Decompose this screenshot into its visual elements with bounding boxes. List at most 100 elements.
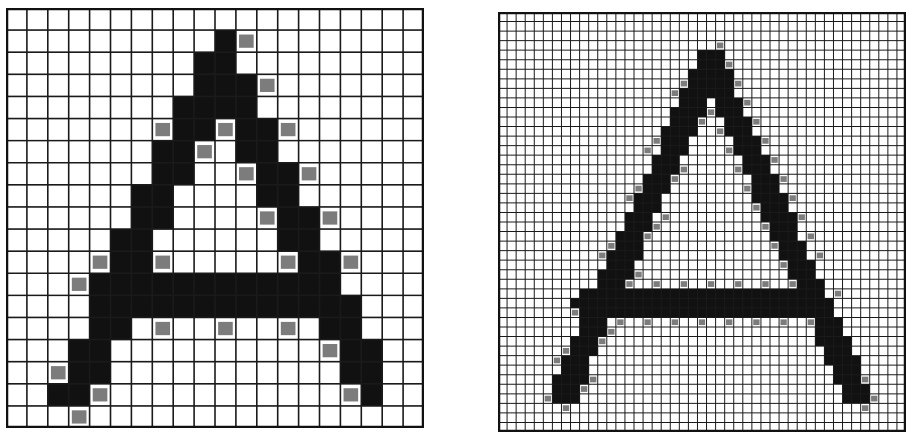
filled-cell — [725, 107, 734, 117]
filled-cell — [643, 308, 652, 318]
partial-cell — [545, 396, 551, 402]
filled-cell — [625, 308, 634, 318]
filled-cell — [707, 60, 716, 70]
filled-cell — [843, 384, 852, 394]
filled-cell — [571, 298, 580, 308]
filled-cell — [661, 165, 670, 175]
partial-cell — [789, 281, 795, 287]
filled-cell — [716, 308, 725, 318]
filled-cell — [661, 308, 670, 318]
filled-cell — [299, 251, 320, 273]
filled-cell — [561, 394, 570, 404]
filled-cell — [752, 165, 761, 175]
filled-cell — [734, 107, 743, 117]
filled-cell — [779, 308, 788, 318]
partial-cell — [708, 281, 714, 287]
filled-cell — [788, 212, 797, 222]
partial-cell — [563, 348, 569, 354]
partial-cell — [281, 123, 296, 136]
filled-cell — [625, 289, 634, 299]
partial-cell — [653, 138, 659, 144]
partial-cell — [302, 167, 317, 180]
filled-cell — [688, 69, 697, 79]
filled-cell — [561, 375, 570, 385]
filled-cell — [725, 298, 734, 308]
filled-cell — [561, 356, 570, 366]
filled-cell — [173, 273, 194, 295]
partial-cell — [653, 281, 659, 287]
partial-cell — [617, 319, 623, 325]
partial-cell — [699, 119, 705, 125]
filled-cell — [707, 79, 716, 89]
filled-cell — [779, 193, 788, 203]
filled-cell — [589, 327, 598, 337]
filled-cell — [625, 260, 634, 270]
filled-cell — [770, 232, 779, 242]
filled-cell — [797, 289, 806, 299]
filled-cell — [697, 60, 706, 70]
filled-cell — [688, 88, 697, 98]
filled-cell — [634, 289, 643, 299]
partial-cell — [93, 256, 108, 269]
filled-cell — [299, 229, 320, 251]
partial-cell — [799, 214, 805, 220]
filled-cell — [688, 289, 697, 299]
filled-cell — [688, 98, 697, 108]
filled-cell — [278, 207, 299, 229]
filled-cell — [734, 146, 743, 156]
filled-cell — [688, 127, 697, 137]
filled-cell — [752, 136, 761, 146]
filled-cell — [824, 356, 833, 366]
filled-cell — [843, 337, 852, 347]
filled-cell — [616, 251, 625, 261]
filled-cell — [236, 141, 257, 163]
filled-cell — [761, 165, 770, 175]
filled-cell — [670, 165, 679, 175]
filled-cell — [815, 308, 824, 318]
filled-cell — [652, 165, 661, 175]
partial-cell — [735, 81, 741, 87]
filled-cell — [361, 384, 382, 406]
partial-cell — [218, 123, 233, 136]
filled-cell — [625, 251, 634, 261]
filled-cell — [90, 340, 111, 362]
filled-cell — [571, 394, 580, 404]
filled-cell — [697, 50, 706, 60]
filled-cell — [761, 308, 770, 318]
filled-cell — [589, 308, 598, 318]
filled-cell — [571, 346, 580, 356]
filled-cell — [743, 146, 752, 156]
filled-cell — [320, 273, 341, 295]
filled-cell — [770, 174, 779, 184]
filled-cell — [661, 127, 670, 137]
filled-cell — [616, 270, 625, 280]
filled-cell — [152, 207, 173, 229]
partial-cell — [218, 322, 233, 335]
filled-cell — [625, 241, 634, 251]
filled-cell — [652, 298, 661, 308]
partial-cell — [281, 256, 296, 269]
filled-cell — [707, 298, 716, 308]
partial-cell — [239, 35, 254, 48]
filled-cell — [688, 79, 697, 89]
partial-cell — [599, 253, 605, 259]
filled-cell — [697, 88, 706, 98]
partial-cell — [197, 145, 212, 158]
filled-cell — [561, 384, 570, 394]
filled-cell — [761, 289, 770, 299]
filled-cell — [625, 298, 634, 308]
partial-cell — [155, 256, 170, 269]
filled-cell — [616, 232, 625, 242]
filled-cell — [580, 327, 589, 337]
filled-cell — [173, 96, 194, 118]
partial-cell — [735, 167, 741, 173]
filled-cell — [734, 289, 743, 299]
partial-cell — [72, 278, 87, 291]
filled-cell — [752, 308, 761, 318]
filled-cell — [552, 394, 561, 404]
partial-cell — [681, 167, 687, 173]
filled-cell — [194, 295, 215, 317]
coarse-pixel-grid-letter-a — [6, 8, 424, 428]
partial-cell — [699, 319, 705, 325]
partial-cell — [653, 224, 659, 230]
